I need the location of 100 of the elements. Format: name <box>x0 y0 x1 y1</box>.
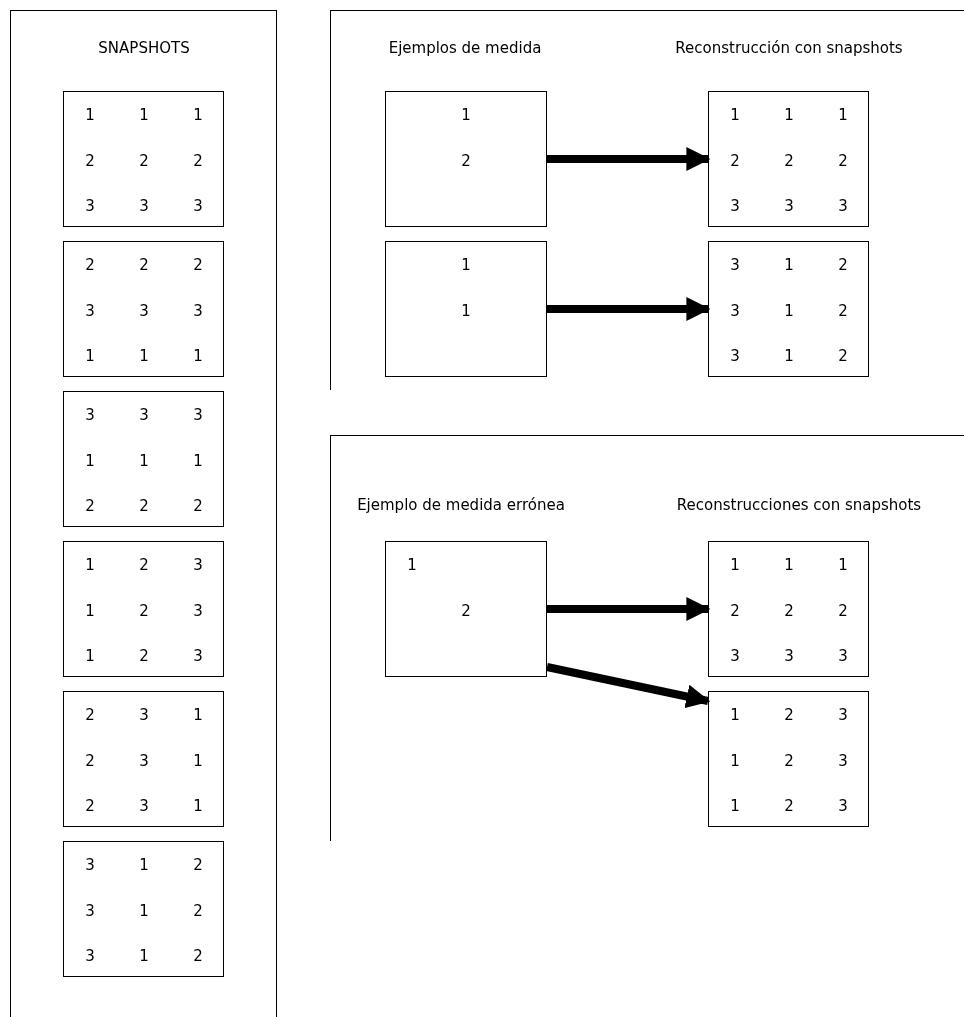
digit-label: 1 <box>730 797 740 815</box>
digit-label: 2 <box>139 151 149 170</box>
digit-label: 3 <box>193 601 203 620</box>
digit-label: 2 <box>838 256 848 274</box>
digit-label: 1 <box>784 347 794 365</box>
digit-label: 1 <box>730 706 740 724</box>
digit-label: 1 <box>461 256 471 274</box>
digit-label: 2 <box>139 601 149 620</box>
measurement-box <box>385 241 547 377</box>
digit-label: 1 <box>85 601 95 620</box>
panel <box>330 435 964 841</box>
digit-label: 3 <box>139 706 149 724</box>
digit-label: 1 <box>139 451 149 470</box>
measurement-box <box>385 91 547 227</box>
snapshot-grid-box <box>708 91 869 227</box>
digit-label: 3 <box>85 947 95 965</box>
snapshot-grid-box <box>708 691 869 827</box>
panel-heading: Reconstrucciones con snapshots <box>676 496 922 514</box>
digit-label: 3 <box>193 197 203 215</box>
digit-label: 3 <box>193 556 203 574</box>
digit-label: 2 <box>85 797 95 815</box>
digit-label: 3 <box>139 751 149 770</box>
digit-label: 2 <box>139 556 149 574</box>
digit-label: 2 <box>838 151 848 170</box>
digit-label: 2 <box>85 751 95 770</box>
digit-label: 2 <box>838 601 848 620</box>
digit-label: 3 <box>730 347 740 365</box>
snapshot-grid-box <box>63 841 224 977</box>
digit-label: 2 <box>784 797 794 815</box>
digit-label: 2 <box>193 151 203 170</box>
digit-label: 1 <box>784 106 794 124</box>
digit-label: 3 <box>730 647 740 665</box>
digit-label: 2 <box>193 856 203 874</box>
digit-label: 3 <box>838 751 848 770</box>
digit-label: 2 <box>784 151 794 170</box>
digit-label: 1 <box>461 106 471 124</box>
digit-label: 2 <box>730 151 740 170</box>
arrow <box>546 663 711 709</box>
panel-heading: Reconstrucción con snapshots <box>675 39 903 57</box>
digit-label: 3 <box>85 406 95 424</box>
digit-label: 1 <box>85 556 95 574</box>
digit-label: 1 <box>784 256 794 274</box>
panel-heading: Ejemplo de medida errónea <box>357 496 565 514</box>
digit-label: 2 <box>193 256 203 274</box>
digit-label: 3 <box>85 301 95 320</box>
panel-heading: SNAPSHOTS <box>98 39 190 57</box>
digit-label: 1 <box>139 106 149 124</box>
digit-label: 1 <box>730 106 740 124</box>
digit-label: 3 <box>730 301 740 320</box>
digit-label: 2 <box>193 947 203 965</box>
digit-label: 2 <box>193 901 203 920</box>
digit-label: 3 <box>139 406 149 424</box>
snapshot-grid-box <box>63 241 224 377</box>
digit-label: 2 <box>838 301 848 320</box>
digit-label: 3 <box>85 197 95 215</box>
digit-label: 2 <box>461 602 471 620</box>
digit-label: 2 <box>85 497 95 515</box>
digit-label: 1 <box>193 706 203 724</box>
digit-label: 1 <box>784 301 794 320</box>
digit-label: 1 <box>85 647 95 665</box>
digit-label: 2 <box>139 256 149 274</box>
digit-label: 3 <box>85 856 95 874</box>
panel-heading: Ejemplos de medida <box>388 39 542 57</box>
digit-label: 1 <box>85 347 95 365</box>
digit-label: 1 <box>193 751 203 770</box>
digit-label: 2 <box>193 497 203 515</box>
digit-label: 2 <box>784 706 794 724</box>
digit-label: 1 <box>85 106 95 124</box>
digit-label: 3 <box>784 647 794 665</box>
snapshot-grid-box <box>63 541 224 677</box>
digit-label: 2 <box>784 751 794 770</box>
digit-label: 1 <box>193 347 203 365</box>
digit-label: 3 <box>85 901 95 920</box>
digit-label: 3 <box>838 197 848 215</box>
panel <box>330 10 964 390</box>
digit-label: 3 <box>838 706 848 724</box>
snapshot-grid-box <box>708 541 869 677</box>
digit-label: 3 <box>193 406 203 424</box>
digit-label: 2 <box>85 256 95 274</box>
digit-label: 2 <box>139 647 149 665</box>
panel <box>10 10 277 1017</box>
digit-label: 1 <box>193 797 203 815</box>
digit-label: 1 <box>139 856 149 874</box>
digit-label: 2 <box>784 601 794 620</box>
digit-label: 3 <box>193 647 203 665</box>
digit-label: 3 <box>784 197 794 215</box>
digit-label: 1 <box>85 451 95 470</box>
digit-label: 3 <box>730 197 740 215</box>
digit-label: 2 <box>838 347 848 365</box>
digit-label: 2 <box>730 601 740 620</box>
snapshot-grid-box <box>708 241 869 377</box>
digit-label: 1 <box>139 947 149 965</box>
digit-label: 2 <box>85 151 95 170</box>
digit-label: 1 <box>730 556 740 574</box>
digit-label: 3 <box>838 797 848 815</box>
digit-label: 1 <box>784 556 794 574</box>
digit-label: 1 <box>407 556 417 574</box>
digit-label: 3 <box>838 647 848 665</box>
digit-label: 2 <box>461 152 471 170</box>
digit-label: 3 <box>193 301 203 320</box>
